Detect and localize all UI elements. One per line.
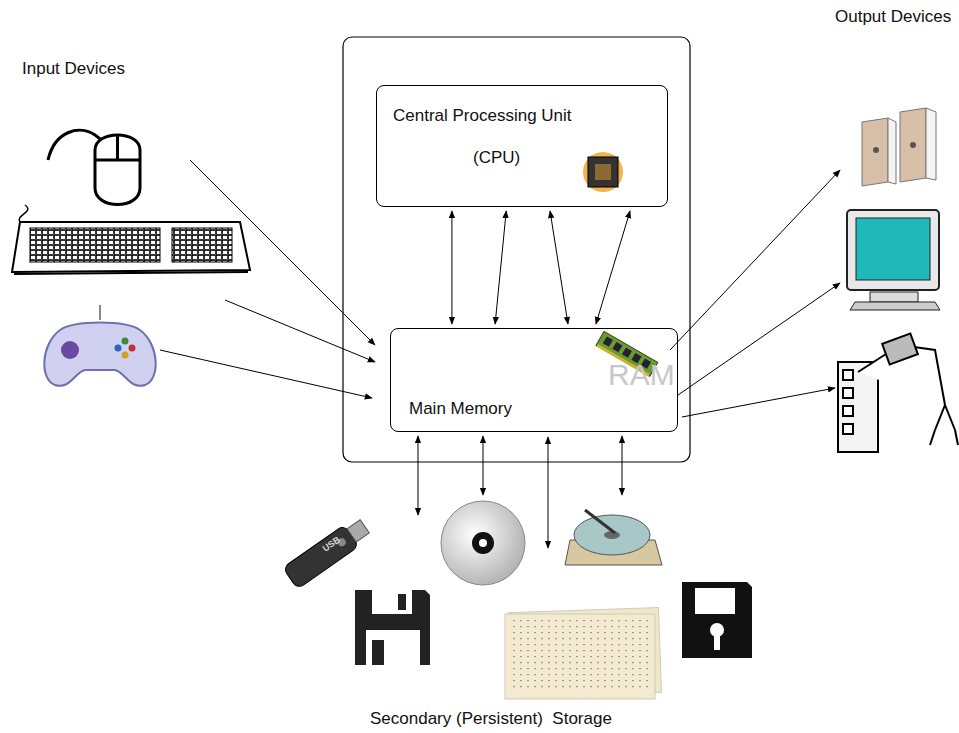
watermark: RAM <box>608 360 675 390</box>
speakers-icon <box>862 108 936 186</box>
node-text: Main Memory <box>409 399 512 419</box>
bus-arrow <box>596 211 630 324</box>
group-label: Output Devices <box>835 6 959 27</box>
group-label: Secondary (Persistent) Storage <box>370 708 612 729</box>
floppy-disk-icon <box>355 590 430 665</box>
gamepad-icon <box>44 305 155 386</box>
punch-cards-icon <box>505 607 661 699</box>
monitor-icon <box>847 210 940 310</box>
io-arrows <box>160 160 840 548</box>
robot-icon <box>838 334 958 452</box>
mouse-icon <box>48 130 140 204</box>
bus-arrow <box>550 211 568 324</box>
cd-icon <box>441 501 525 585</box>
node-text: Central Processing Unit <box>393 106 572 126</box>
group-label: Input Devices <box>22 58 130 79</box>
usb-stick-icon <box>283 516 372 589</box>
cpu-chip-icon <box>583 152 623 192</box>
node-text: (CPU) <box>473 148 520 168</box>
computer-box <box>343 37 690 462</box>
floppy-disk-icon <box>682 582 752 658</box>
hard-disk-icon <box>565 510 662 565</box>
bus-arrow <box>495 211 506 324</box>
bus-arrow <box>451 211 452 324</box>
keyboard-icon <box>12 205 250 274</box>
cpu-box: Central Processing Unit (CPU) <box>376 85 668 207</box>
